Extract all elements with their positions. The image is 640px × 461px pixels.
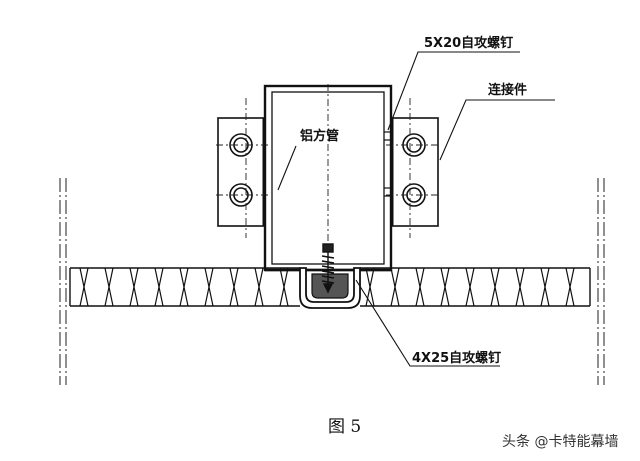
panel-cell-divider [465, 267, 475, 307]
watermark: 头条 @卡特能幕墙 [502, 433, 618, 450]
connector-right [390, 117, 439, 227]
panel-cell-divider [565, 267, 575, 307]
panel-cell-divider [440, 267, 450, 307]
panel-cell-divider [390, 267, 400, 307]
panel-cell-divider [540, 267, 550, 307]
panel-cell-divider [415, 267, 425, 307]
label-connector: 连接件 [488, 82, 527, 98]
right-centerlines [597, 178, 605, 385]
screw-5x20 [384, 131, 392, 197]
honeycomb-panel [69, 267, 591, 307]
panel-cell-divider [515, 267, 525, 307]
connector-right-centerlines [386, 98, 440, 238]
panel-cell-divider [204, 267, 214, 307]
panel-cell-divider [179, 267, 189, 307]
panel-cell-divider [254, 267, 264, 307]
panel-clip [299, 267, 361, 309]
panel-cell-divider [129, 267, 139, 307]
screw-4x25 [321, 243, 335, 294]
label-screw-5x20: 5X20自攻螺钉 [424, 35, 513, 51]
label-aluminum-tube: 铝方管 [300, 128, 339, 144]
connector-left [217, 117, 266, 227]
panel-cells-left [79, 267, 289, 307]
panel-cell-divider [279, 267, 289, 307]
panel-cell-divider [154, 267, 164, 307]
leader-lines [277, 51, 555, 367]
figure-caption: 图 5 [328, 417, 361, 437]
connector-left-centerlines [216, 98, 270, 238]
panel-cell-divider [490, 267, 500, 307]
panel-cell-divider [229, 267, 239, 307]
label-screw-4x25: 4X25自攻螺钉 [412, 350, 501, 366]
panel-cell-divider [104, 267, 114, 307]
panel-cell-divider [79, 267, 89, 307]
panel-cells-right [365, 267, 575, 307]
panel-cell-divider [365, 267, 375, 307]
left-centerlines [59, 178, 67, 385]
